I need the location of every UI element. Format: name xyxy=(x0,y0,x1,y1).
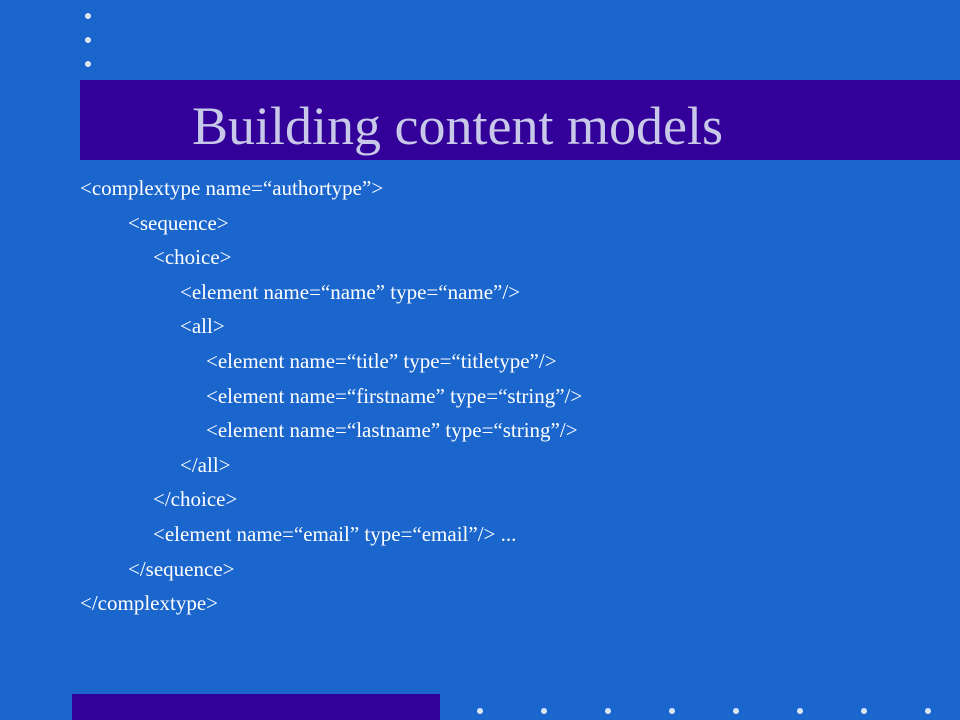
code-line: <sequence> xyxy=(128,211,229,235)
code-line: <choice> xyxy=(153,245,232,269)
code-line: <element name=“email” type=“email”/> ... xyxy=(153,522,517,546)
code-line: </sequence> xyxy=(128,557,235,581)
decorative-dot xyxy=(797,708,803,714)
decorative-dot xyxy=(733,708,739,714)
decorative-dot xyxy=(605,708,611,714)
decorative-dot xyxy=(541,708,547,714)
footer-bar xyxy=(72,694,440,720)
decorative-dot xyxy=(861,708,867,714)
decorative-dot xyxy=(85,37,91,43)
decorative-dot xyxy=(669,708,675,714)
decorative-dot xyxy=(85,61,91,67)
title-bar xyxy=(80,80,960,160)
code-line: <element name=“name” type=“name”/> xyxy=(180,280,521,304)
code-line: </complextype> xyxy=(80,591,218,615)
slide-title: Building content models xyxy=(192,96,723,156)
decorative-dot xyxy=(85,13,91,19)
code-line: <element name=“title” type=“titletype”/> xyxy=(206,349,557,373)
code-line: <complextype name=“authortype”> xyxy=(80,176,384,200)
decorative-dot xyxy=(925,708,931,714)
code-line: <element name=“lastname” type=“string”/> xyxy=(206,418,578,442)
code-line: <element name=“firstname” type=“string”/… xyxy=(206,384,583,408)
code-line: </choice> xyxy=(153,487,238,511)
decorative-dot xyxy=(477,708,483,714)
code-line: </all> xyxy=(180,453,231,477)
code-line: <all> xyxy=(180,314,225,338)
